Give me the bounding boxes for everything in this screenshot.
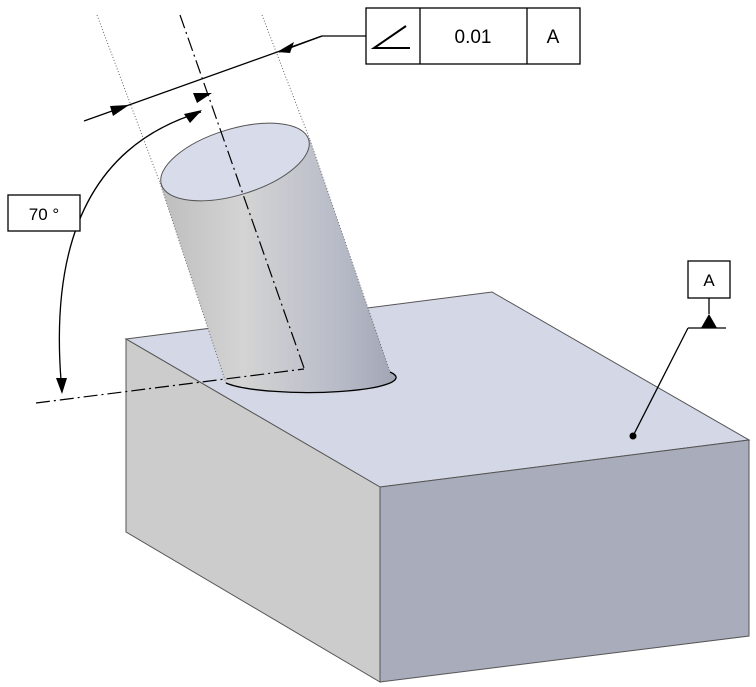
right-extension-line — [261, 14, 311, 141]
angularity-icon — [370, 25, 410, 49]
fcf-outline — [365, 7, 581, 65]
datum-feature-symbol: A — [629, 260, 731, 440]
angle-arc-arrow-bottom — [56, 378, 67, 394]
width-arrow-left — [110, 105, 129, 116]
cylinder-body — [160, 140, 397, 393]
datum-leader-dot — [629, 432, 637, 440]
fcf-tolerance-value: 0.01 — [455, 27, 492, 48]
left-extension-line — [96, 14, 161, 184]
leader-arrow-top — [277, 42, 294, 53]
cylinder-right-silhouette — [309, 139, 391, 373]
center-lines — [35, 14, 305, 404]
cylinder-left-silhouette — [159, 182, 227, 384]
feature-control-frame: 0.01 A — [365, 7, 581, 65]
angle-dimension-label: 70 ° — [7, 194, 81, 232]
block-front-face — [379, 439, 750, 683]
cylinder-top-face — [160, 122, 310, 202]
angle-arc-arrow-top — [184, 110, 202, 123]
angle-dimension-text: 70 ° — [29, 205, 59, 224]
reference-horizontal-line — [35, 368, 305, 404]
extension-lines — [96, 14, 311, 184]
cylinder-axis-line — [179, 14, 305, 369]
fcf-leader-line — [278, 35, 366, 53]
datum-label-text: A — [703, 271, 715, 290]
datum-triangle — [701, 314, 717, 328]
width-arrow-right — [193, 93, 212, 103]
fcf-datum-reference: A — [547, 27, 560, 48]
cylinder — [159, 122, 400, 398]
angle-arc — [56, 110, 202, 394]
datum-leader-line — [632, 327, 689, 437]
angle-arc-path — [58, 111, 202, 393]
cylinder-base-edge — [225, 371, 397, 394]
